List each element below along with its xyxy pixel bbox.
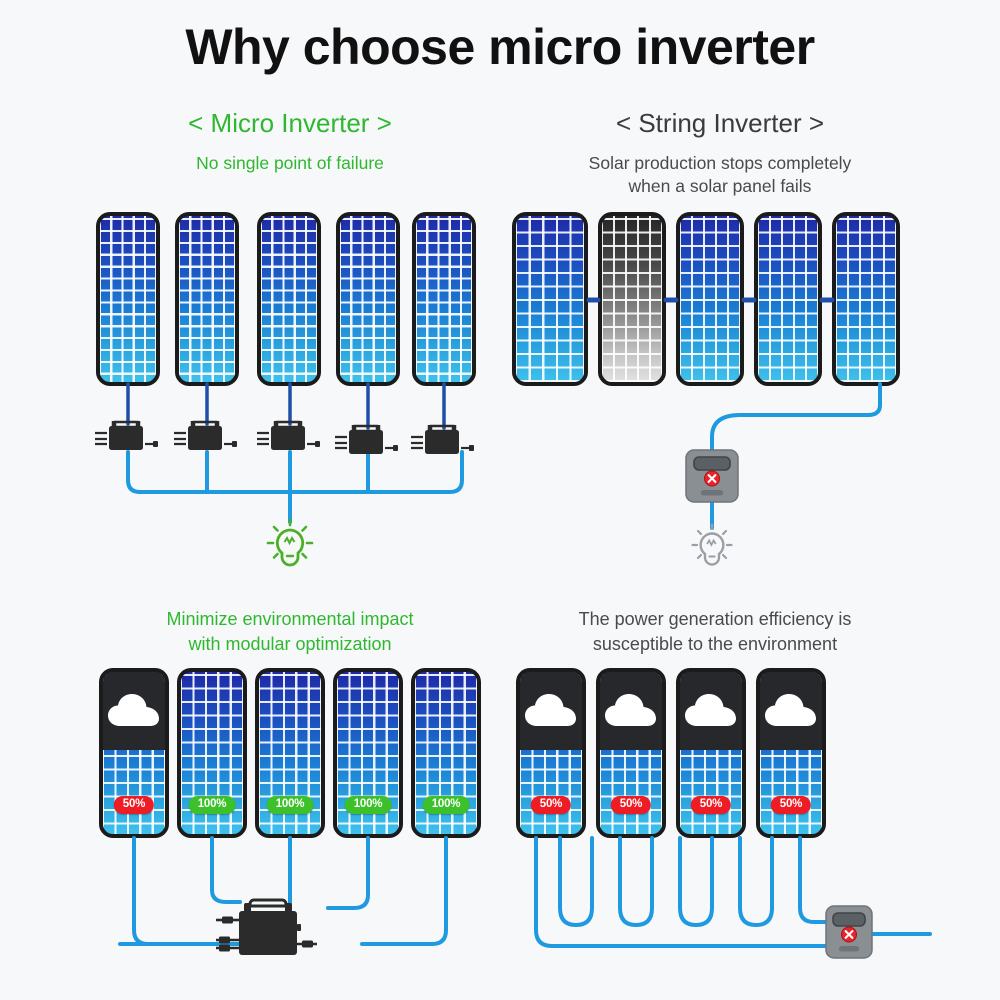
solar-panel[interactable] <box>336 212 400 386</box>
panel-cell-grid <box>516 216 584 382</box>
efficiency-badge: 50% <box>690 796 732 814</box>
efficiency-badge: 100% <box>344 796 392 814</box>
micro-inverter-unit <box>174 420 237 450</box>
efficiency-badge: 100% <box>422 796 470 814</box>
solar-panel-shaded[interactable]: 50% <box>99 668 169 838</box>
cloud-icon <box>525 694 576 726</box>
solar-panel[interactable]: 100% <box>177 668 247 838</box>
dc-connectors-left <box>216 916 240 952</box>
panel-cell-grid <box>416 216 472 382</box>
solar-panel[interactable] <box>676 212 744 386</box>
bottom-right-subtitle-line-2: susceptible to the environment <box>592 634 838 654</box>
efficiency-badge: 50% <box>113 796 155 814</box>
cloud-icon <box>108 694 159 726</box>
error-icon <box>704 470 720 487</box>
bottom-right-subtitle-line-1: The power generation efficiency is <box>578 609 852 629</box>
panel-cell-grid <box>680 216 740 382</box>
string-inverter-unit <box>825 905 873 959</box>
bottom-left-subtitle: Minimize environmental impact with modul… <box>90 607 490 657</box>
panel-cell-grid <box>179 216 235 382</box>
solar-panel[interactable] <box>754 212 822 386</box>
solar-panel[interactable] <box>412 212 476 386</box>
panel-cell-grid <box>261 216 317 382</box>
cloud-icon <box>765 694 816 726</box>
panel-cell-grid <box>758 216 818 382</box>
efficiency-badge: 50% <box>530 796 572 814</box>
top-right-string-run <box>710 382 882 452</box>
solar-panel-shaded[interactable]: 50% <box>756 668 826 838</box>
micro-inverter-unit <box>335 424 398 454</box>
solar-panel[interactable] <box>257 212 321 386</box>
solar-panel[interactable] <box>175 212 239 386</box>
micro-inverter-unit <box>257 420 320 450</box>
panel-cell-grid <box>340 216 396 382</box>
panel-cell-grid <box>602 216 662 382</box>
micro-inverter-unit <box>95 420 158 450</box>
solar-panel-failed[interactable] <box>598 212 666 386</box>
ac-connector-right <box>297 940 317 948</box>
top-left-ac-bus <box>126 450 464 524</box>
bottom-right-series-loops <box>534 836 832 948</box>
error-icon <box>841 926 857 943</box>
top-left-panel-leads <box>126 382 446 430</box>
cloud-icon <box>605 694 656 726</box>
micro-inverter-unit <box>411 424 474 454</box>
micro-inverter-column-subtitle: No single point of failure <box>196 153 384 173</box>
panel-cell-grid <box>836 216 896 382</box>
light-bulb-icon-unlit <box>691 523 733 566</box>
string-subtitle-line-1: Solar production stops completely <box>588 153 852 173</box>
efficiency-badge: 100% <box>188 796 236 814</box>
solar-panel[interactable]: 100% <box>411 668 481 838</box>
solar-panel[interactable] <box>96 212 160 386</box>
inverter-display <box>693 456 731 471</box>
solar-panel[interactable]: 100% <box>333 668 403 838</box>
efficiency-badge: 50% <box>610 796 652 814</box>
solar-panel[interactable]: 100% <box>255 668 325 838</box>
solar-panel-shaded[interactable]: 50% <box>596 668 666 838</box>
efficiency-badge: 100% <box>266 796 314 814</box>
bottom-left-subtitle-line-1: Minimize environmental impact <box>166 609 414 629</box>
solar-panel[interactable] <box>832 212 900 386</box>
solar-panel-shaded[interactable]: 50% <box>676 668 746 838</box>
string-inverter-column-subtitle: Solar production stops completely when a… <box>520 152 920 198</box>
cloud-icon <box>685 694 736 726</box>
panel-cell-grid <box>100 216 156 382</box>
string-subtitle-line-2: when a solar panel fails <box>628 176 812 196</box>
inverter-display <box>832 912 866 927</box>
string-inverter-unit <box>685 449 739 503</box>
bottom-left-subtitle-line-2: with modular optimization <box>188 634 392 654</box>
micro-inverter-column-title: < Micro Inverter > <box>188 108 392 138</box>
bottom-right-subtitle: The power generation efficiency is susce… <box>515 607 915 657</box>
efficiency-badge: 50% <box>770 796 812 814</box>
page-title: Why choose micro inverter <box>185 19 815 75</box>
solar-panel[interactable] <box>512 212 588 386</box>
string-inverter-column-title: < String Inverter > <box>615 108 825 138</box>
solar-panel-shaded[interactable]: 50% <box>516 668 586 838</box>
light-bulb-icon-lit <box>266 518 314 567</box>
micro-inverter-large-unit <box>216 898 317 955</box>
bottom-left-home-runs <box>132 836 448 946</box>
